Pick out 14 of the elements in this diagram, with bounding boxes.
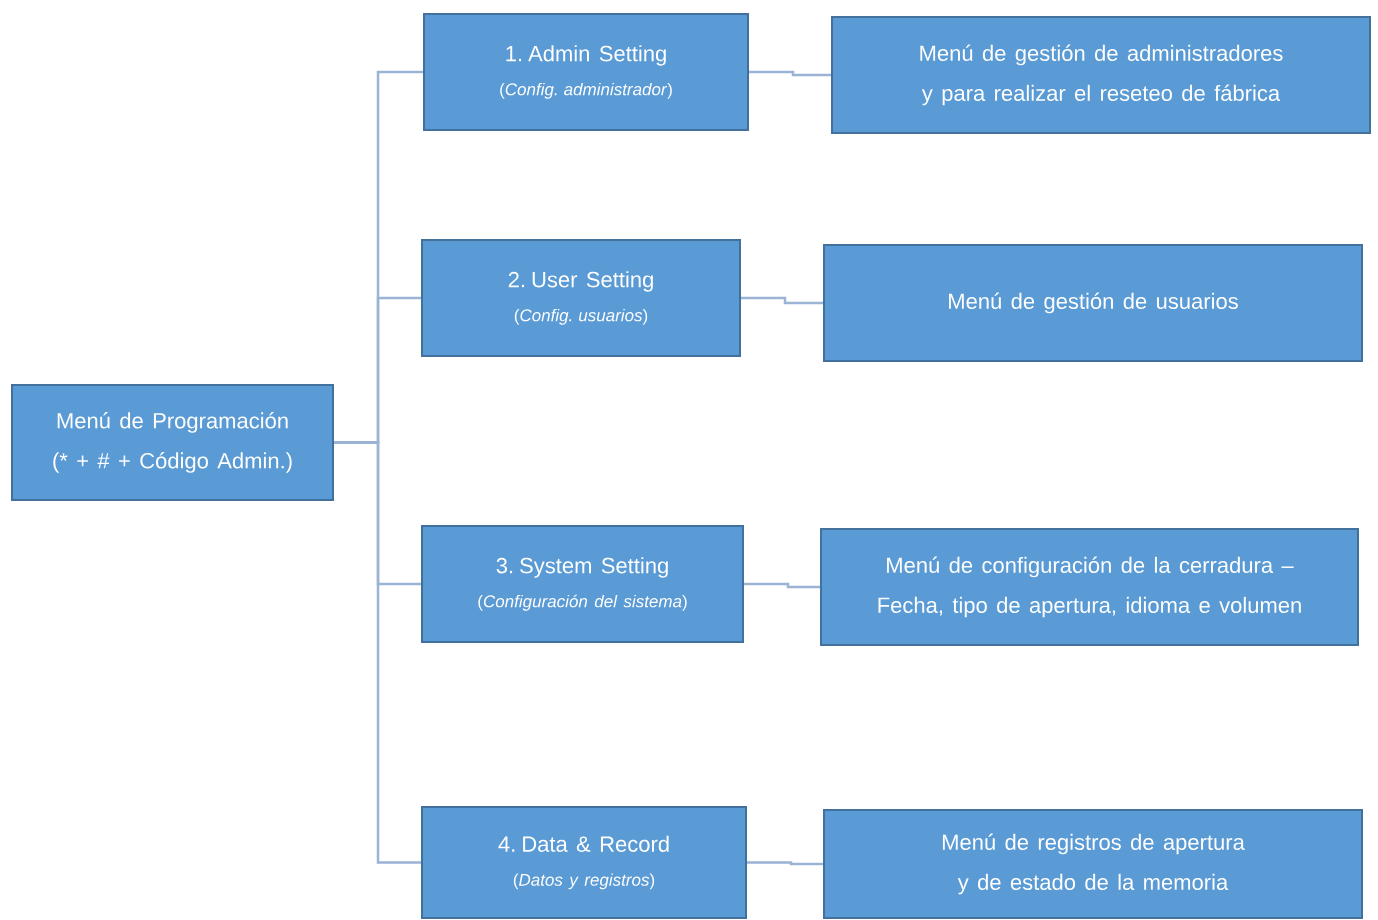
menu-box: Menú de gestión de administradores y para realizar el reseteo de fábrica (831, 16, 1371, 134)
menu-box: 2. User Setting (Config. usuarios) (421, 239, 741, 357)
menu-box: 4. Data & Record (Datos y registros) (421, 806, 747, 919)
menu-box: 1. Admin Setting (Config. administrador) (423, 13, 749, 131)
connector-line (744, 582, 820, 589)
menu-box: Menú de Programación (* + # + Código Admin.) (11, 384, 334, 501)
menu-box: Menú de gestión de usuarios (823, 244, 1363, 362)
menu-box: 3. System Setting (Configuración del sistema) (421, 525, 744, 643)
connector-line (747, 861, 823, 866)
connector-line (334, 441, 421, 864)
connector-line (749, 70, 831, 77)
menu-box: Menú de registros de apertura y de estado de la memoria (823, 809, 1363, 919)
menu-box: Menú de configuración de la cerradura – Fecha, tipo de apertura, idioma e volumen (820, 528, 1359, 646)
connector-line (741, 296, 823, 305)
